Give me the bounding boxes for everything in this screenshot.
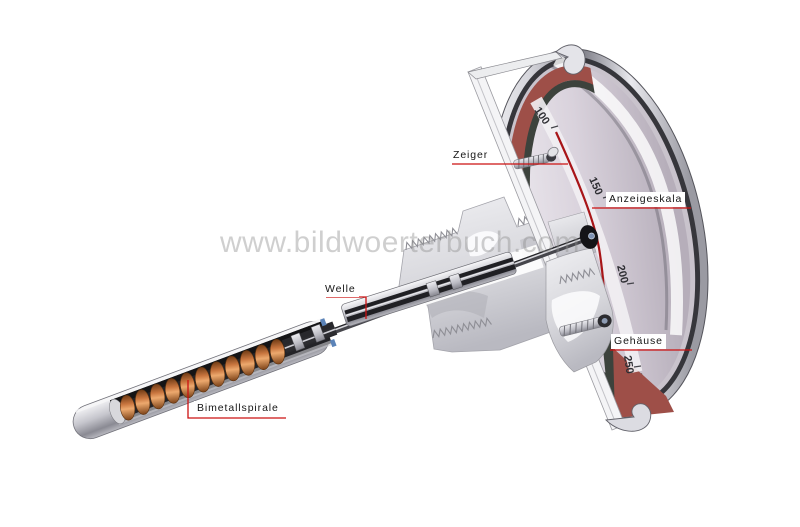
rim-crimp-bottom [605, 403, 652, 432]
rim-crimp-top [555, 44, 586, 75]
shaft-assembly [324, 233, 592, 337]
label-anzeigeskala: Anzeigeskala [606, 192, 686, 207]
leader-lines [187, 163, 692, 419]
scale-number-200: 200 [614, 264, 630, 285]
label-zeiger: Zeiger [450, 148, 492, 163]
case-screw-lower [559, 314, 612, 337]
bimetallic-spiral-coils [120, 338, 286, 421]
scale-number-250: 250 [621, 355, 635, 375]
leader-welle [326, 296, 367, 319]
label-welle: Welle [322, 282, 359, 297]
label-gehaeuse: Gehäuse [611, 334, 666, 349]
pointer-pivot [579, 225, 599, 249]
cut-edge-mark-bottom [329, 339, 337, 348]
probe-tube [72, 317, 338, 440]
cut-edge-mark-top [319, 318, 327, 327]
label-bimetallspirale: Bimetallspirale [194, 401, 282, 416]
shaft-sleeve-tube [341, 251, 517, 327]
screw-hole [547, 146, 559, 158]
leader-bimetallspirale [187, 380, 286, 419]
